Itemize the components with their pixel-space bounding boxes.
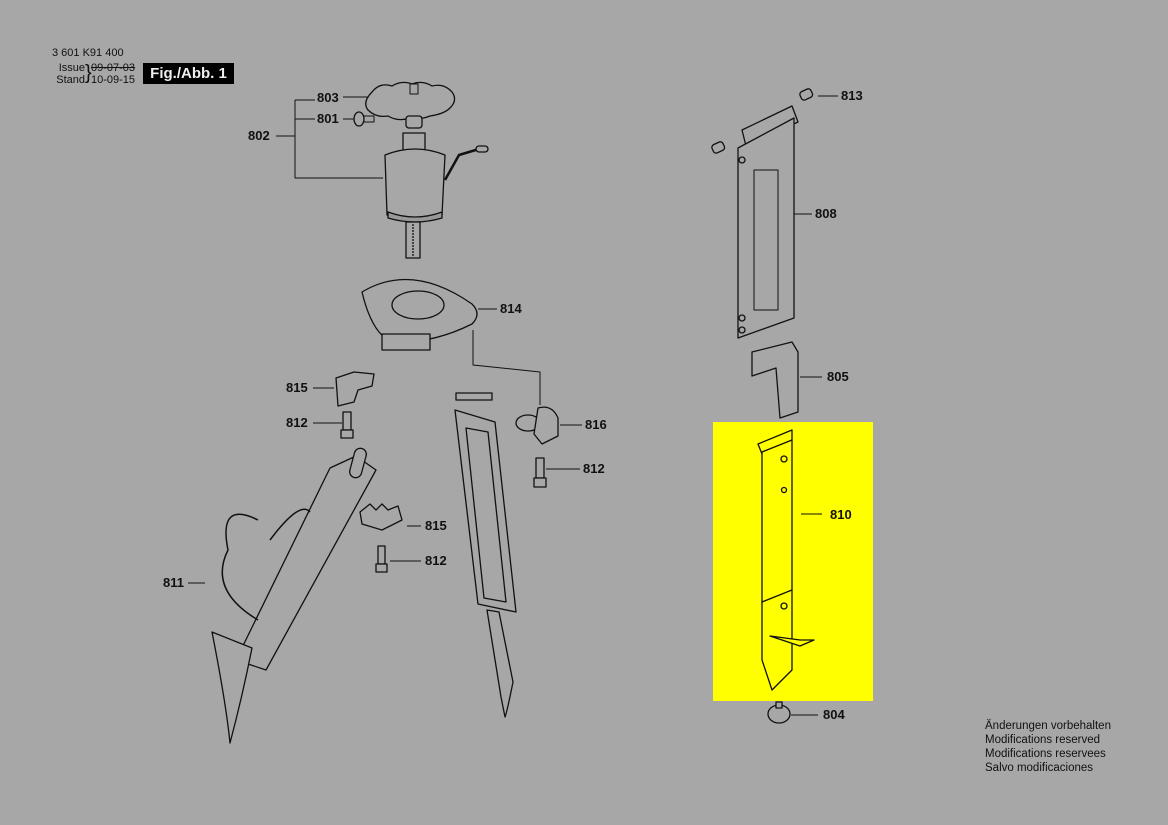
callout-815-lower[interactable]: 815 bbox=[425, 518, 447, 533]
note-es: Salvo modificaciones bbox=[985, 762, 1094, 774]
note-en: Modifications reserved bbox=[985, 734, 1101, 746]
leg-810 bbox=[757, 429, 815, 691]
bolt-812-mid bbox=[533, 457, 547, 488]
callout-812-lower[interactable]: 812 bbox=[425, 553, 447, 568]
callout-808[interactable]: 808 bbox=[815, 206, 837, 221]
part-number: 3 601 K91 400 bbox=[52, 47, 124, 59]
plate-814 bbox=[361, 278, 478, 351]
issue-date: 09-07-03 bbox=[91, 62, 136, 74]
figure-label: Fig./Abb. 1 bbox=[143, 63, 234, 84]
modification-notes: Änderungen vorbehalten Modifications res… bbox=[985, 719, 1111, 775]
clip-805 bbox=[751, 341, 799, 419]
callout-814[interactable]: 814 bbox=[500, 301, 522, 316]
callout-803[interactable]: 803 bbox=[317, 90, 339, 105]
pins-813 bbox=[711, 88, 814, 154]
stand-label: Stand bbox=[56, 74, 85, 86]
callout-805[interactable]: 805 bbox=[827, 369, 849, 384]
callout-811[interactable]: 811 bbox=[163, 575, 184, 590]
callout-802[interactable]: 802 bbox=[248, 128, 270, 143]
note-de: Änderungen vorbehalten bbox=[985, 720, 1111, 732]
housing-808 bbox=[737, 105, 799, 339]
leader-lines bbox=[188, 95, 838, 716]
highlight-part-810 bbox=[713, 422, 873, 701]
callout-813[interactable]: 813 bbox=[841, 88, 863, 103]
clamp-815-lower bbox=[359, 503, 403, 531]
clamp-815-top bbox=[335, 371, 375, 407]
callout-816[interactable]: 816 bbox=[585, 417, 607, 432]
callout-815-top[interactable]: 815 bbox=[286, 380, 308, 395]
foot-804 bbox=[767, 701, 791, 724]
tripod-head-802 bbox=[384, 132, 489, 259]
callout-801[interactable]: 801 bbox=[317, 111, 339, 126]
issue-label: Issue bbox=[58, 62, 85, 74]
knob-803 bbox=[365, 81, 456, 129]
clamp-816 bbox=[515, 406, 559, 445]
bolt-812-top bbox=[340, 411, 354, 439]
callout-812-mid[interactable]: 812 bbox=[583, 461, 605, 476]
bolt-812-lower bbox=[375, 545, 388, 573]
tripod-leg-middle bbox=[454, 392, 517, 718]
stand-date: 10-09-15 bbox=[91, 74, 136, 86]
callout-812-top[interactable]: 812 bbox=[286, 415, 308, 430]
callout-810[interactable]: 810 bbox=[830, 507, 852, 522]
date-bracket: } bbox=[85, 62, 92, 84]
tripod-leg-left-811 bbox=[211, 447, 377, 744]
note-fr: Modifications reservees bbox=[985, 748, 1106, 760]
thumb-screw-801 bbox=[353, 111, 375, 127]
callout-804[interactable]: 804 bbox=[823, 707, 845, 722]
